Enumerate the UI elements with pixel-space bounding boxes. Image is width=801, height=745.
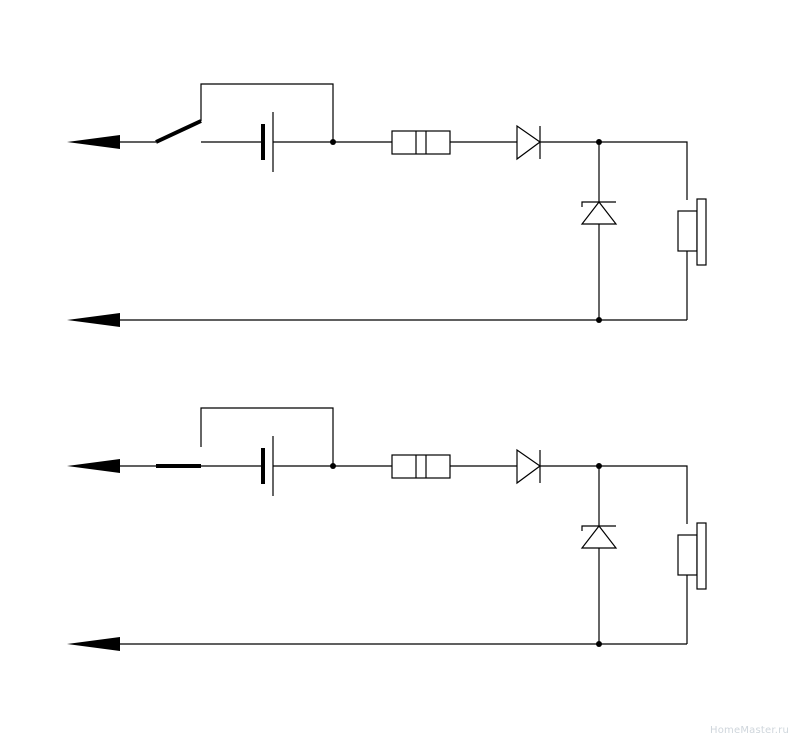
zener-diode-top (580, 201, 618, 225)
terminal-arrow-top-positive (67, 135, 120, 149)
fuse-bottom (391, 454, 451, 479)
zener-diode-bottom (580, 525, 618, 549)
zener-diode-top-cathode (581, 201, 616, 207)
bypass-loop-bottom (200, 407, 334, 466)
wire-top-to-buzzer (599, 141, 688, 200)
watermark-text: HomeMaster.ru (710, 725, 789, 736)
buzzer-top-plate (696, 198, 707, 266)
terminal-arrow-top-negative (67, 313, 120, 327)
circuit-bottom (67, 407, 707, 651)
circuit-top (67, 83, 707, 327)
terminal-arrow-bottom-positive (67, 459, 120, 473)
switch-open-lever (155, 119, 202, 144)
buzzer-bottom-plate (696, 522, 707, 590)
buzzer-top-body (677, 210, 698, 252)
terminal-arrow-bottom-negative (67, 637, 120, 651)
diode-top (516, 124, 542, 161)
fuse-top (391, 130, 451, 155)
wire-bottom-to-buzzer (599, 465, 688, 524)
buzzer-bottom-body (677, 534, 698, 576)
zener-diode-bottom-cathode (581, 525, 616, 531)
bypass-loop-top (200, 83, 334, 142)
diode-bottom (516, 448, 542, 485)
